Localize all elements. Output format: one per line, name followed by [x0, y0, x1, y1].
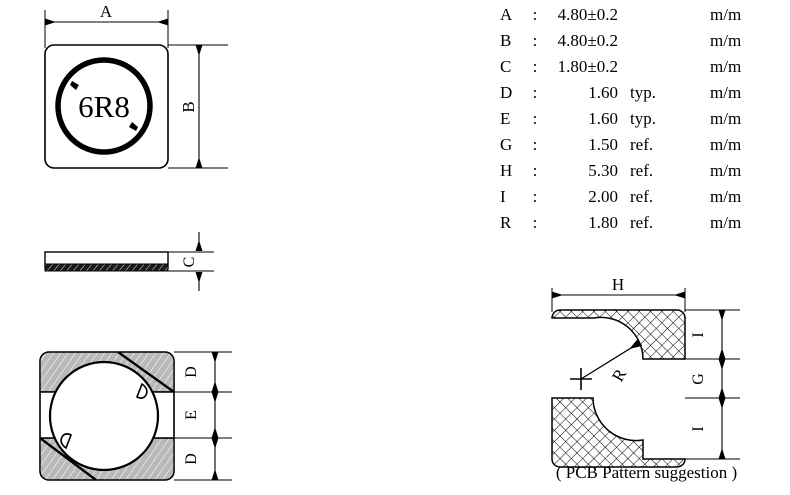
dim-colon: : — [532, 161, 538, 180]
dim-symbol: I — [500, 187, 506, 206]
dim-symbol: E — [500, 109, 511, 128]
dim-value: 4.80±0.2 — [557, 5, 618, 24]
dim-symbol: G — [500, 135, 513, 154]
pcb-pad-upper — [551, 309, 686, 360]
pcb-pad-lower — [551, 397, 686, 468]
dim-colon: : — [532, 135, 538, 154]
dimension-b: B — [168, 44, 228, 169]
dimension-d-lower-label: D — [183, 453, 200, 465]
dim-colon: : — [532, 109, 538, 128]
dim-symbol: B — [500, 31, 512, 50]
dim-unit: m/m — [710, 109, 742, 128]
dim-symbol: R — [500, 213, 512, 232]
pcb-pattern-view: H R I G I — [551, 275, 740, 468]
side-view: C — [44, 232, 214, 291]
table-row: C : 1.80±0.2 m/m — [500, 54, 785, 80]
dimension-d-upper-label: D — [183, 366, 200, 378]
coil-notch-lower — [129, 122, 138, 131]
table-row: E : 1.60 typ. m/m — [500, 106, 785, 132]
dim-unit: m/m — [710, 187, 742, 206]
dim-unit: m/m — [710, 5, 742, 24]
dim-symbol: H — [500, 161, 513, 180]
dim-note: ref. — [630, 187, 654, 206]
dim-unit: m/m — [710, 161, 742, 180]
dimension-table: A : 4.80±0.2 m/m B : 4.80±0.2 m/m C : 1.… — [500, 2, 785, 236]
table-row: D : 1.60 typ. m/m — [500, 80, 785, 106]
dimension-d-e-d: D E D — [174, 351, 232, 481]
dimension-b-label: B — [179, 101, 198, 112]
dim-colon: : — [532, 213, 538, 232]
coil-notch-upper — [70, 81, 79, 90]
dimension-a: A — [44, 2, 169, 48]
dim-note: ref. — [630, 135, 654, 154]
dim-note: ref. — [630, 161, 654, 180]
dimension-h: H — [551, 275, 686, 312]
bottom-view-core-circle — [48, 360, 160, 472]
table-row: I : 2.00 ref. m/m — [500, 184, 785, 210]
dim-note: ref. — [630, 213, 654, 232]
dim-colon: : — [532, 57, 538, 76]
dim-symbol: A — [500, 5, 513, 24]
part-marking-text: 6R8 — [78, 89, 130, 124]
dim-value: 1.60 — [588, 83, 618, 102]
bottom-view: D E D — [39, 351, 232, 481]
dimension-g-label: G — [690, 373, 707, 385]
table-row: G : 1.50 ref. m/m — [500, 132, 785, 158]
dim-unit: m/m — [710, 57, 742, 76]
table-row: B : 4.80±0.2 m/m — [500, 28, 785, 54]
bottom-view-lead-lower — [60, 433, 73, 450]
dimension-a-label: A — [100, 2, 113, 21]
dim-value: 1.80±0.2 — [557, 57, 618, 76]
dim-note: typ. — [630, 83, 656, 102]
dim-value: 1.60 — [588, 109, 618, 128]
dim-colon: : — [532, 31, 538, 50]
dimension-i-upper-label: I — [690, 332, 707, 337]
table-row: H : 5.30 ref. m/m — [500, 158, 785, 184]
dim-colon: : — [532, 83, 538, 102]
dimension-i-lower-label: I — [690, 426, 707, 431]
dim-unit: m/m — [710, 83, 742, 102]
pcb-pattern-caption: ( PCB Pattern suggestion ) — [555, 463, 738, 482]
dim-value: 5.30 — [588, 161, 618, 180]
dim-value: 2.00 — [588, 187, 618, 206]
table-row: R : 1.80 ref. m/m — [500, 210, 785, 236]
table-row: A : 4.80±0.2 m/m — [500, 2, 785, 28]
dimension-e-label: E — [183, 410, 200, 420]
side-view-base — [44, 263, 169, 272]
dim-value: 1.80 — [588, 213, 618, 232]
top-view: A 6R8 B — [44, 2, 228, 169]
dim-colon: : — [532, 187, 538, 206]
dim-value: 1.50 — [588, 135, 618, 154]
dimension-i-g-i: I G I — [685, 309, 740, 460]
dim-unit: m/m — [710, 213, 742, 232]
dimension-c-label: C — [181, 257, 198, 268]
dim-colon: : — [532, 5, 538, 24]
bottom-view-lead-upper — [135, 382, 148, 399]
dim-unit: m/m — [710, 135, 742, 154]
top-view-coil-ring — [55, 57, 153, 155]
dimension-c: C — [168, 232, 214, 291]
dim-symbol: C — [500, 57, 512, 76]
dim-unit: m/m — [710, 31, 742, 50]
dim-symbol: D — [500, 83, 513, 102]
dimension-r-label: R — [608, 365, 630, 385]
dimension-h-label: H — [612, 275, 624, 294]
dim-value: 4.80±0.2 — [557, 31, 618, 50]
dim-note: typ. — [630, 109, 656, 128]
